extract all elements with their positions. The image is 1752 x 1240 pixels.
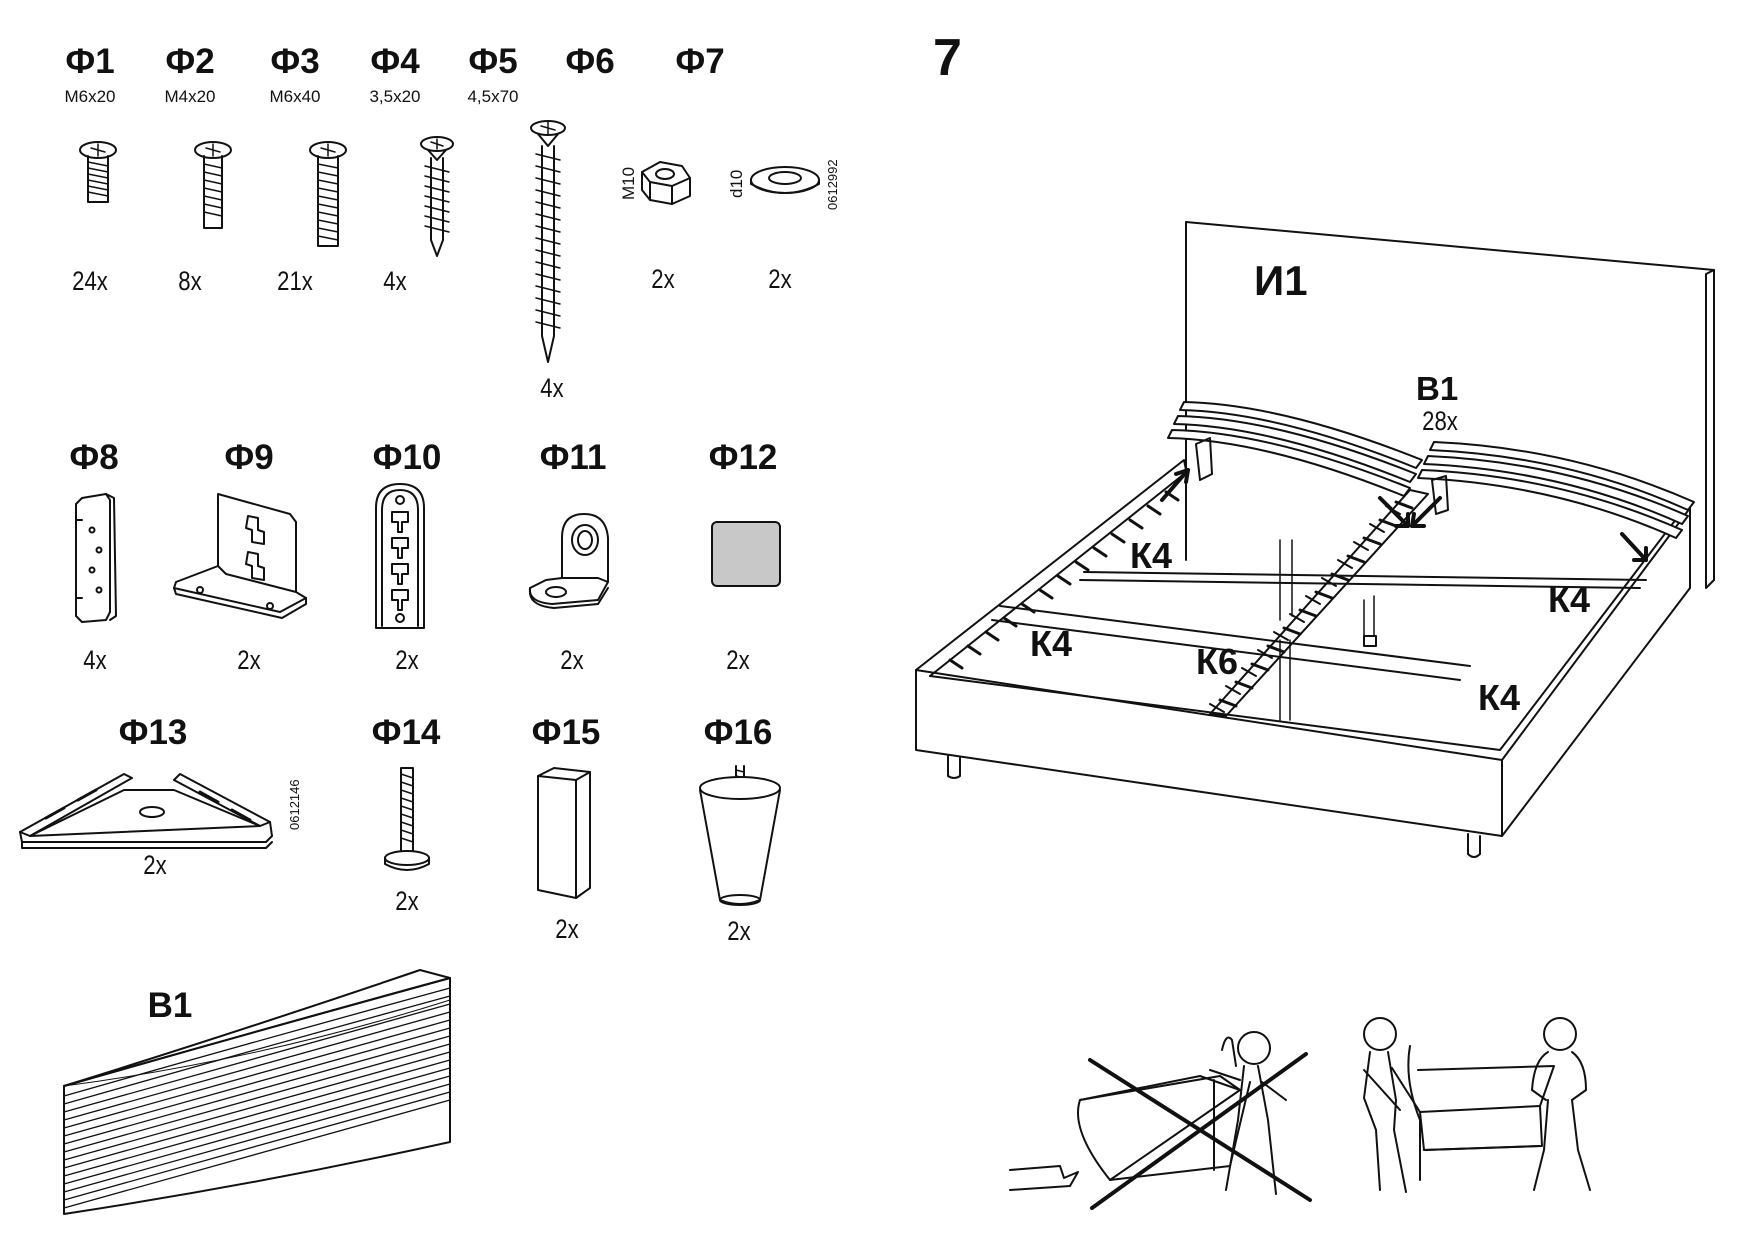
part-qty-f15: 2x [555,914,579,944]
part-spec-f4: 3,5x20 [369,87,421,106]
mounting-plate-f10-icon [375,483,425,629]
bolt-f2-icon [194,141,232,229]
part-qty-f11: 2x [560,645,584,675]
part-label-f4: Ф4 [370,42,420,81]
part-qty-f4: 4x [383,266,407,296]
slats-label: В1 [147,986,193,1025]
part-label-f12: Ф12 [708,438,778,477]
part-spec-f3: M6x40 [269,87,321,106]
part-qty-f12: 2x [726,645,750,675]
assembly-slats-qty: 28x [1422,406,1458,436]
wood-block-f15-icon [537,767,591,899]
part-label-f2: Ф2 [165,42,215,81]
side-rail-label-left-front: К4 [1030,623,1072,664]
prohibited-cross-icon [1088,1052,1312,1210]
side-rail-label-right-back: К4 [1548,579,1590,620]
slat-stack-icon [63,969,451,1215]
part-label-f15: Ф15 [531,713,601,752]
washer-f7-icon [750,166,820,194]
tapered-leg-f16-icon [699,765,781,906]
screw-f5-icon [530,120,566,363]
wrong-carry-pictogram [1009,1031,1287,1195]
part-qty-f13: 2x [143,850,167,880]
part-spec-f2: M4x20 [164,87,216,106]
part-qty-f9: 2x [237,645,261,675]
part-spec-f5: 4,5x70 [467,87,519,106]
corner-bracket-f13-icon [19,773,273,849]
part-label-f14: Ф14 [371,713,441,752]
part-qty-f2: 8x [178,266,202,296]
felt-pad-f12-icon [711,521,781,587]
bolt-f3-icon [309,141,347,247]
part-qty-f14: 2x [395,886,419,916]
arrow-icons [1160,468,1648,562]
part-qty-f7: 2x [768,264,792,294]
side-rail-label-left-back: К4 [1130,535,1172,576]
screw-f4-icon [420,136,454,257]
assembly-slats-label: В1 [1416,370,1459,407]
part-qty-f1: 24x [72,266,108,296]
part-label-f1: Ф1 [65,42,115,81]
slats-illustration [1167,401,1695,539]
part-label-f3: Ф3 [270,42,320,81]
part-label-f13: Ф13 [118,713,188,752]
hex-nut-f6-icon [641,161,691,205]
part-label-f8: Ф8 [69,438,119,477]
step-number: 7 [933,29,962,87]
part-qty-f6: 2x [651,264,675,294]
part-label-f7: Ф7 [675,42,725,81]
side-rail-label-right-front: К4 [1478,677,1520,718]
part-label-f16: Ф16 [703,713,773,752]
bracket-f9-icon [173,493,307,619]
bolt-f1-icon [79,141,117,203]
part-qty-f5: 4x [540,373,564,403]
part-qty-f16: 2x [727,916,751,946]
part-spec-f1: M6x20 [64,87,116,106]
bed-frame-illustration [915,459,1691,858]
correct-carry-pictogram [1363,1017,1591,1193]
part-qty-f8: 4x [83,645,107,675]
part-label-f9: Ф9 [224,438,274,477]
part-label-f10: Ф10 [372,438,442,477]
part-qty-f3: 21x [277,266,313,296]
bracket-f8-icon [75,493,117,623]
center-beam-label: К6 [1196,641,1238,682]
angle-bracket-f11-icon [528,513,609,609]
part-label-f5: Ф5 [468,42,518,81]
headboard-label: И1 [1254,257,1308,304]
part-label-f6: Ф6 [565,42,615,81]
headboard-illustration [1185,221,1715,589]
threaded-stud-f14-icon [384,767,430,871]
part-qty-f10: 2x [395,645,419,675]
part-label-f11: Ф11 [539,438,607,477]
